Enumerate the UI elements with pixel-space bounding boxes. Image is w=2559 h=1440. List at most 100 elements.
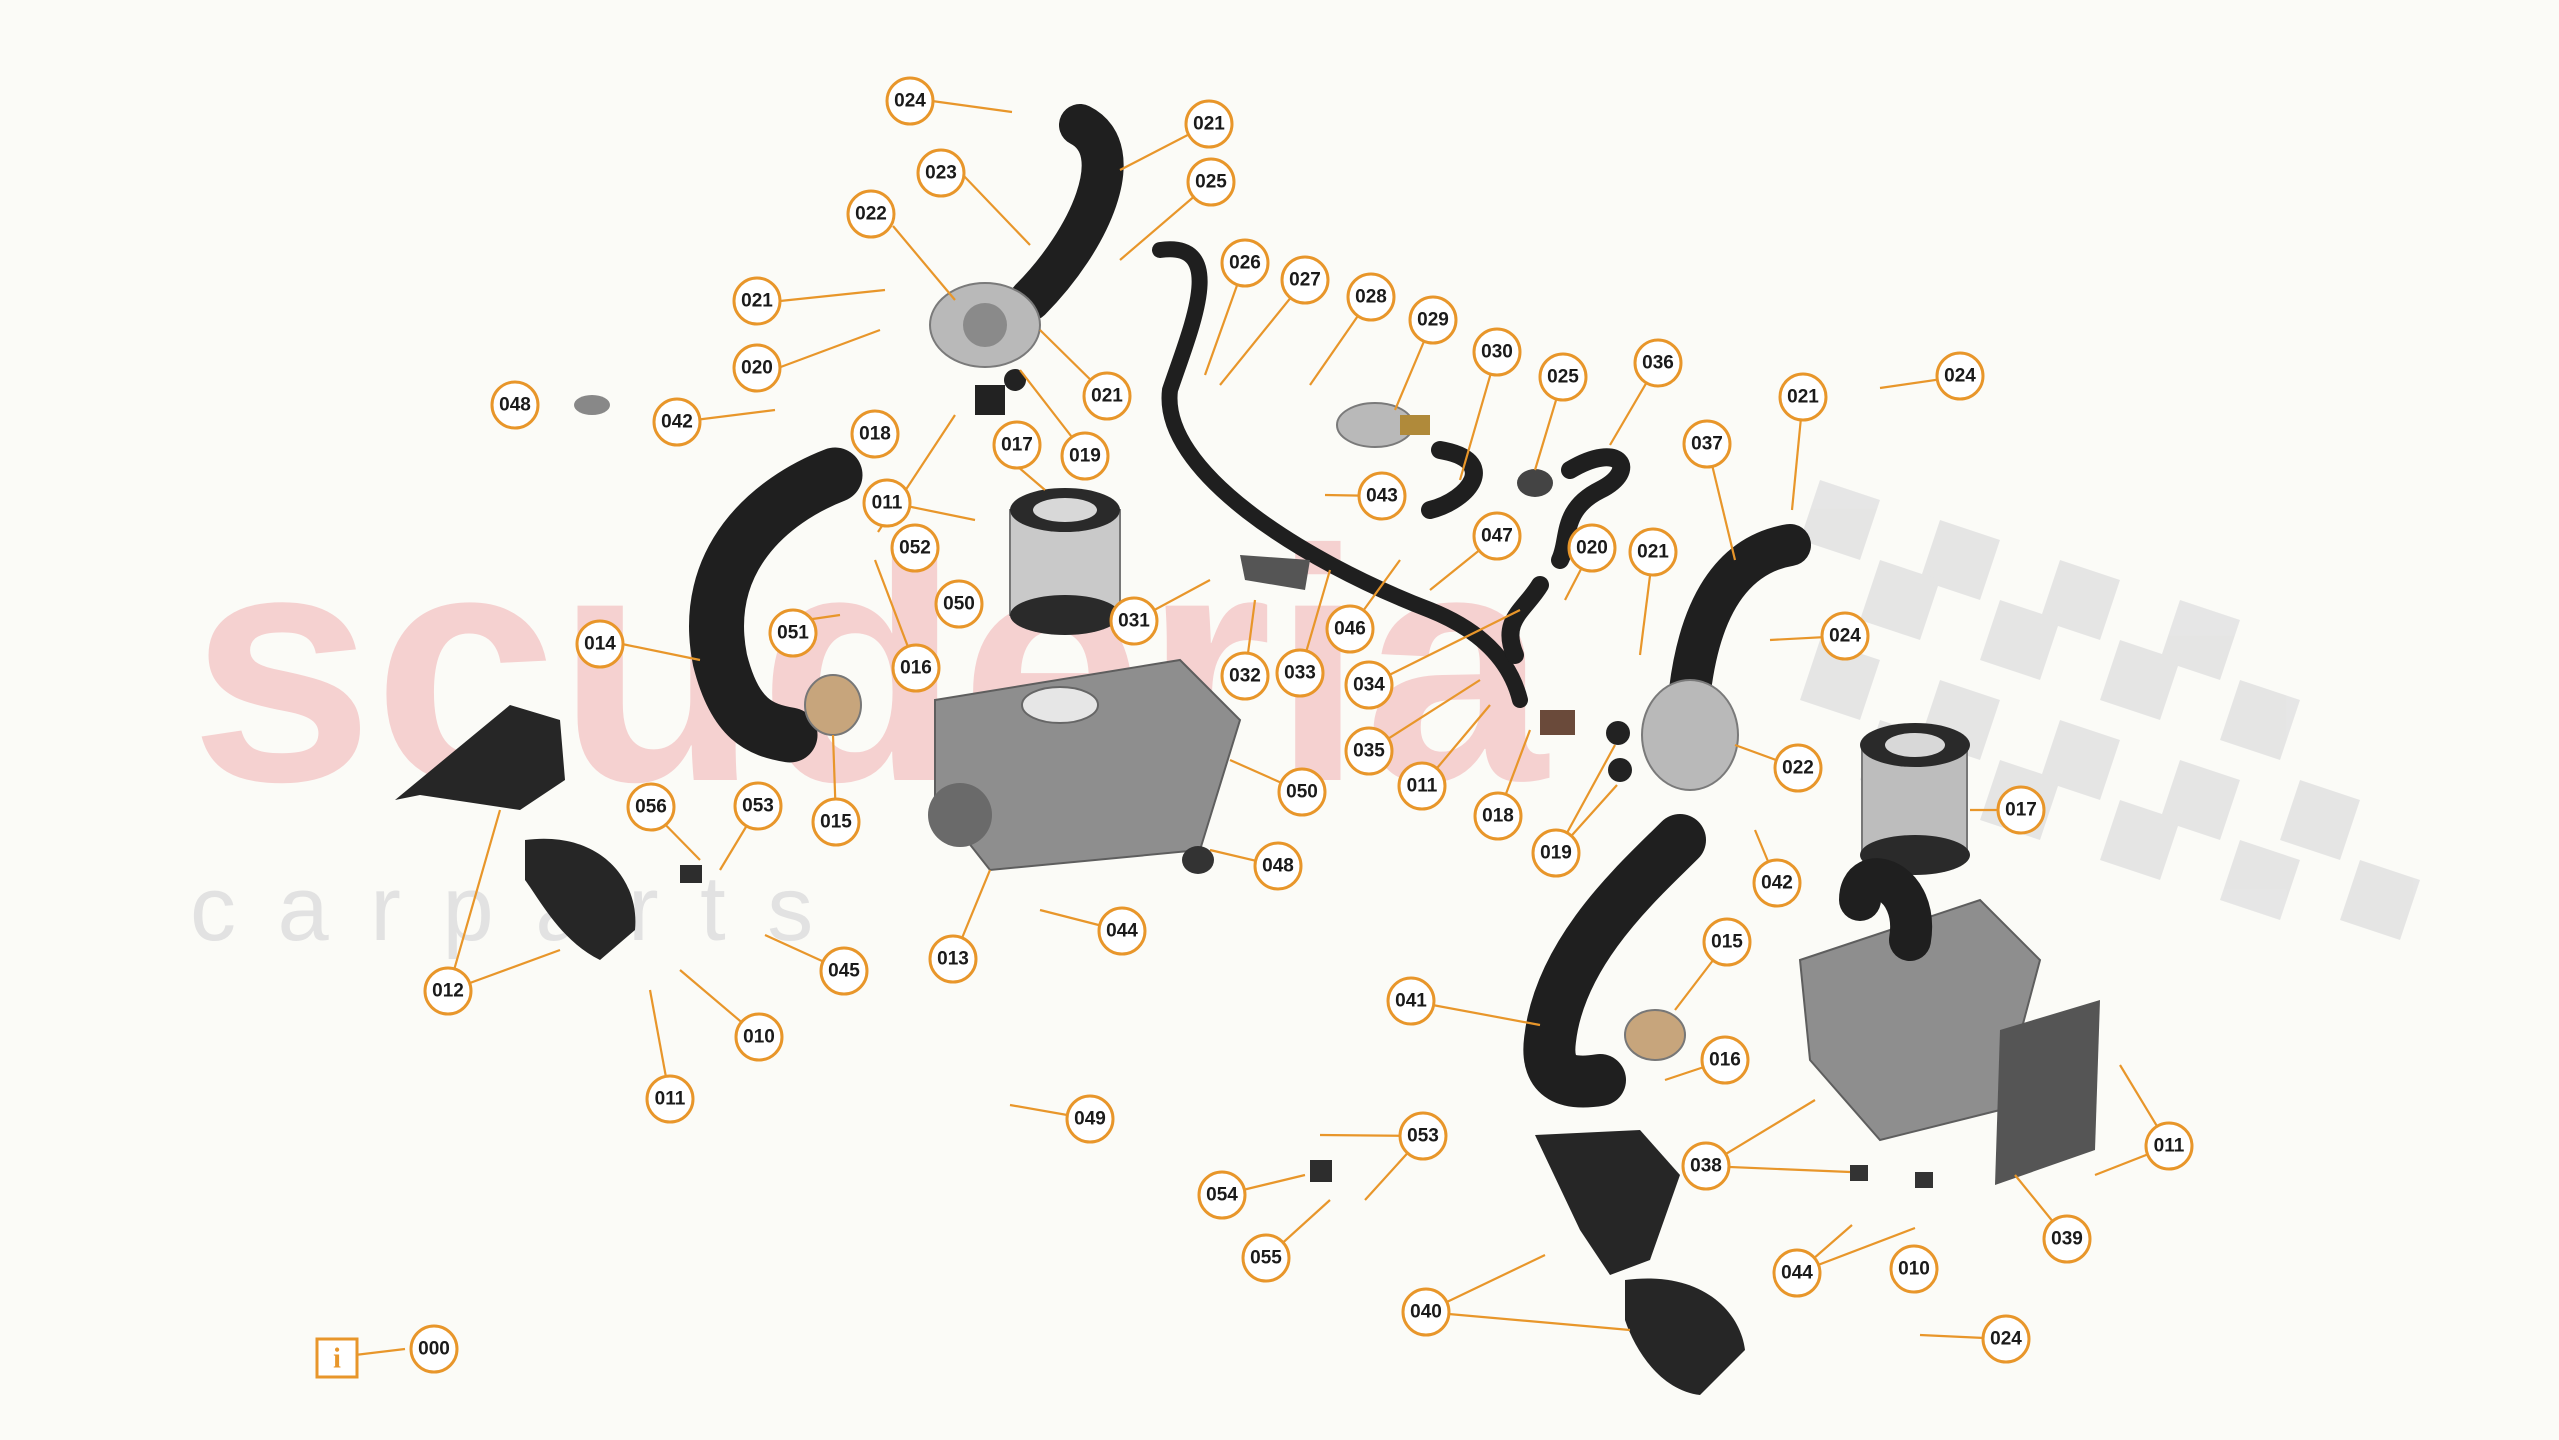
item-054 <box>1310 1160 1332 1182</box>
svg-text:017: 017 <box>1001 435 1033 456</box>
svg-text:031: 031 <box>1118 611 1150 632</box>
callout-040[interactable]: 040 <box>1401 1287 1451 1337</box>
callout-022[interactable]: 022 <box>1773 743 1823 793</box>
svg-text:054: 054 <box>1206 1185 1238 1206</box>
callout-000[interactable]: 000 <box>409 1324 459 1374</box>
callout-016[interactable]: 016 <box>891 643 941 693</box>
callout-017[interactable]: 017 <box>992 420 1042 470</box>
callout-029[interactable]: 029 <box>1408 295 1458 345</box>
item-019-right-a <box>1606 721 1630 745</box>
callout-026[interactable]: 026 <box>1220 238 1270 288</box>
callout-047[interactable]: 047 <box>1472 511 1522 561</box>
callout-042[interactable]: 042 <box>1752 858 1802 908</box>
callout-019[interactable]: 019 <box>1531 828 1581 878</box>
callout-025[interactable]: 025 <box>1186 157 1236 207</box>
callout-043[interactable]: 043 <box>1357 471 1407 521</box>
callout-021[interactable]: 021 <box>1778 372 1828 422</box>
callout-011[interactable]: 011 <box>1397 761 1447 811</box>
hose-030 <box>1421 441 1483 519</box>
callout-021[interactable]: 021 <box>1628 527 1678 577</box>
callout-016[interactable]: 016 <box>1700 1035 1750 1085</box>
callout-011[interactable]: 011 <box>645 1074 695 1124</box>
callout-054[interactable]: 054 <box>1197 1170 1247 1220</box>
callout-024[interactable]: 024 <box>1935 351 1985 401</box>
callout-046[interactable]: 046 <box>1325 604 1375 654</box>
callout-012[interactable]: 012 <box>423 966 473 1016</box>
callout-036[interactable]: 036 <box>1633 338 1683 388</box>
svg-text:052: 052 <box>899 538 931 559</box>
callout-034[interactable]: 034 <box>1344 660 1394 710</box>
callout-048[interactable]: 048 <box>1253 841 1303 891</box>
svg-text:018: 018 <box>1482 806 1514 827</box>
callout-028[interactable]: 028 <box>1346 272 1396 322</box>
callout-044[interactable]: 044 <box>1097 906 1147 956</box>
callout-021[interactable]: 021 <box>1082 371 1132 421</box>
coupling-015-left <box>804 674 862 736</box>
callout-025[interactable]: 025 <box>1538 352 1588 402</box>
callout-053[interactable]: 053 <box>733 781 783 831</box>
callout-051[interactable]: 051 <box>768 608 818 658</box>
callout-018[interactable]: 018 <box>850 409 900 459</box>
svg-text:044: 044 <box>1106 921 1138 942</box>
item-038-nut-a <box>1850 1165 1868 1181</box>
callout-024[interactable]: 024 <box>1981 1314 2031 1364</box>
callout-053[interactable]: 053 <box>1398 1111 1448 1161</box>
svg-text:024: 024 <box>1829 626 1861 647</box>
callout-050[interactable]: 050 <box>934 579 984 629</box>
callout-024[interactable]: 024 <box>1820 611 1870 661</box>
callout-027[interactable]: 027 <box>1280 255 1330 305</box>
callout-056[interactable]: 056 <box>626 782 676 832</box>
svg-text:029: 029 <box>1417 310 1449 331</box>
callout-021[interactable]: 021 <box>732 276 782 326</box>
svg-text:015: 015 <box>820 812 852 833</box>
callout-014[interactable]: 014 <box>575 619 625 669</box>
callout-015[interactable]: 015 <box>1702 917 1752 967</box>
intake-duct-041 <box>1523 814 1706 1108</box>
svg-text:024: 024 <box>1990 1329 2022 1350</box>
callout-042[interactable]: 042 <box>652 397 702 447</box>
callout-033[interactable]: 033 <box>1275 648 1325 698</box>
intake-duct-014 <box>689 447 863 763</box>
callout-020[interactable]: 020 <box>1567 523 1617 573</box>
callout-038[interactable]: 038 <box>1681 1141 1731 1191</box>
callout-010[interactable]: 010 <box>1889 1244 1939 1294</box>
item-019-right-b <box>1608 758 1632 782</box>
callout-010[interactable]: 010 <box>734 1012 784 1062</box>
callout-037[interactable]: 037 <box>1682 419 1732 469</box>
svg-text:022: 022 <box>1782 758 1814 779</box>
callout-048[interactable]: 048 <box>490 380 540 430</box>
svg-text:035: 035 <box>1353 741 1385 762</box>
svg-text:024: 024 <box>894 91 926 112</box>
callout-035[interactable]: 035 <box>1344 726 1394 776</box>
callout-032[interactable]: 032 <box>1220 651 1270 701</box>
callout-018[interactable]: 018 <box>1473 791 1523 841</box>
callout-044[interactable]: 044 <box>1772 1248 1822 1298</box>
callout-052[interactable]: 052 <box>890 523 940 573</box>
item-019-left <box>1004 369 1026 391</box>
callout-030[interactable]: 030 <box>1472 327 1522 377</box>
callout-015[interactable]: 015 <box>811 797 861 847</box>
callout-021[interactable]: 021 <box>1184 99 1234 149</box>
callout-049[interactable]: 049 <box>1065 1094 1115 1144</box>
callout-039[interactable]: 039 <box>2042 1214 2092 1264</box>
callout-024[interactable]: 024 <box>885 76 935 126</box>
info-icon[interactable]: i <box>315 1337 359 1379</box>
callout-031[interactable]: 031 <box>1109 596 1159 646</box>
svg-text:018: 018 <box>859 424 891 445</box>
callout-050[interactable]: 050 <box>1277 767 1327 817</box>
callout-020[interactable]: 020 <box>732 343 782 393</box>
callout-011[interactable]: 011 <box>2144 1121 2194 1171</box>
svg-text:016: 016 <box>1709 1050 1741 1071</box>
callout-045[interactable]: 045 <box>819 946 869 996</box>
callout-041[interactable]: 041 <box>1386 976 1436 1026</box>
callout-023[interactable]: 023 <box>916 148 966 198</box>
callout-055[interactable]: 055 <box>1241 1233 1291 1283</box>
svg-text:019: 019 <box>1069 446 1101 467</box>
callout-019[interactable]: 019 <box>1060 431 1110 481</box>
svg-text:027: 027 <box>1289 270 1321 291</box>
callout-022[interactable]: 022 <box>846 189 896 239</box>
callout-011[interactable]: 011 <box>862 478 912 528</box>
callout-017[interactable]: 017 <box>1996 785 2046 835</box>
callout-013[interactable]: 013 <box>928 934 978 984</box>
svg-text:021: 021 <box>1637 542 1669 563</box>
